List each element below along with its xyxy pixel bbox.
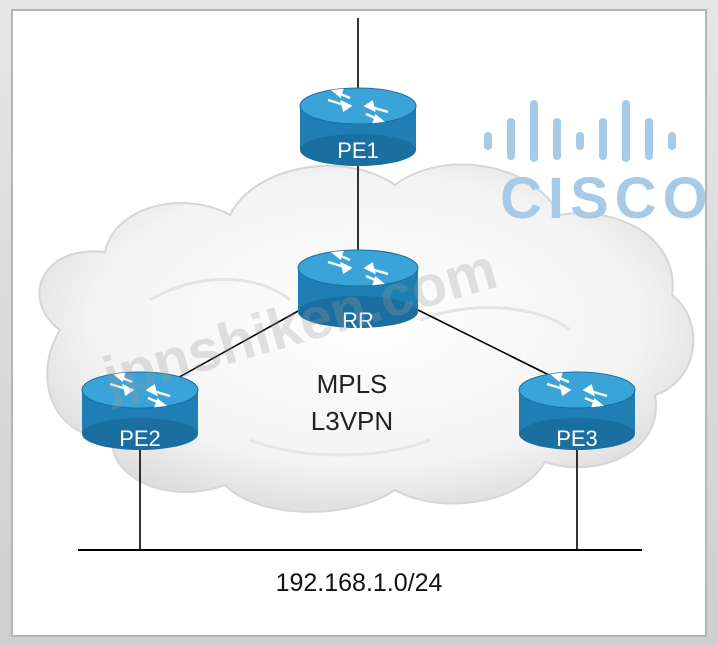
router-pe3[interactable]: PE3 <box>518 371 636 451</box>
cloud-label-line2: L3VPN <box>311 406 393 436</box>
cloud-label-line1: MPLS <box>317 369 388 399</box>
subnet-label: 192.168.1.0/24 <box>276 569 443 597</box>
router-pe1[interactable]: PE1 <box>299 87 417 166</box>
links <box>78 18 642 551</box>
router-label-pe3: PE3 <box>556 426 598 451</box>
router-arrows-icon <box>327 88 389 124</box>
router-arrows-icon <box>109 372 171 408</box>
cisco-logo: CISCO <box>484 100 714 231</box>
router-pe2[interactable]: PE2 <box>81 371 199 451</box>
router-label-pe1: PE1 <box>337 138 379 163</box>
routers: PE1 RR PE2 <box>81 87 636 451</box>
cisco-logo-text: CISCO <box>500 166 714 231</box>
link-rr-pe2 <box>164 309 301 386</box>
router-label-rr: RR <box>342 308 374 333</box>
link-rr-pe3 <box>417 309 556 379</box>
router-rr[interactable]: RR <box>297 249 419 333</box>
router-arrows-icon <box>327 250 389 286</box>
cisco-bars-icon <box>484 100 676 162</box>
router-arrows-icon <box>546 372 608 408</box>
router-label-pe2: PE2 <box>119 426 161 451</box>
